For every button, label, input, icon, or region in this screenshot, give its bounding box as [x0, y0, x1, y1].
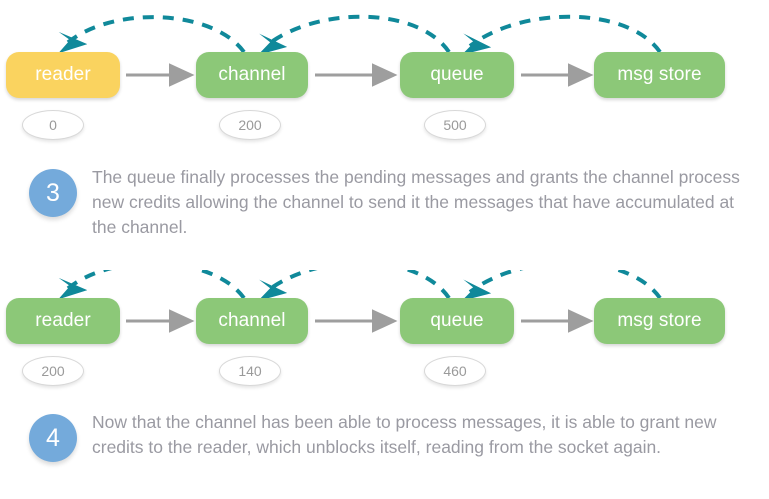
node-label: msg store [617, 64, 702, 85]
node-label: channel [218, 310, 286, 331]
step-number: 4 [46, 423, 60, 452]
badge-queue-credits: 500 [424, 110, 486, 140]
badge-channel-credits: 140 [219, 356, 281, 386]
dashed-credit-arrow-msgstore-to-queue [461, 14, 662, 55]
node-channel[interactable]: channel [196, 52, 308, 98]
node-label: queue [430, 64, 484, 85]
badge-value: 460 [443, 363, 467, 379]
node-label: msg store [617, 310, 702, 331]
badge-value: 200 [238, 117, 262, 133]
badge-value: 140 [238, 363, 262, 379]
dashed-credit-arrow-queue-to-channel [257, 14, 451, 56]
node-label: reader [35, 310, 91, 331]
node-queue[interactable]: queue [400, 52, 514, 98]
node-label: reader [35, 64, 91, 85]
step-description: Now that the channel has been able to pr… [92, 412, 717, 457]
badge-channel-credits: 200 [219, 110, 281, 140]
dashed-credit-arrow-channel-to-reader [58, 270, 246, 300]
dashed-credit-arrow-queue-to-channel [257, 270, 451, 302]
node-label: queue [430, 310, 484, 331]
badge-value: 200 [41, 363, 65, 379]
node-reader[interactable]: reader [6, 298, 120, 344]
badge-reader-credits: 0 [22, 110, 84, 140]
credit-flow-diagram-1: reader channel queue msg store 0 200 500 [0, 0, 769, 150]
badge-reader-credits: 200 [22, 356, 84, 386]
step-description: The queue finally processes the pending … [92, 167, 740, 237]
node-msg-store[interactable]: msg store [594, 52, 725, 98]
node-msg-store[interactable]: msg store [594, 298, 725, 344]
arrow-layer-2 [58, 270, 662, 333]
badge-queue-credits: 460 [424, 356, 486, 386]
credit-flow-diagram-2: reader channel queue msg store 200 140 4… [0, 270, 769, 420]
node-channel[interactable]: channel [196, 298, 308, 344]
badge-value: 0 [49, 117, 57, 133]
node-reader[interactable]: reader [6, 52, 120, 98]
dashed-credit-arrow-msgstore-to-queue [461, 270, 662, 301]
step-number-circle: 3 [29, 169, 77, 217]
badge-value: 500 [443, 117, 467, 133]
step-number-circle: 4 [29, 414, 77, 462]
node-label: channel [218, 64, 286, 85]
step-number: 3 [46, 178, 60, 207]
dashed-credit-arrow-channel-to-reader [58, 15, 246, 54]
node-queue[interactable]: queue [400, 298, 514, 344]
